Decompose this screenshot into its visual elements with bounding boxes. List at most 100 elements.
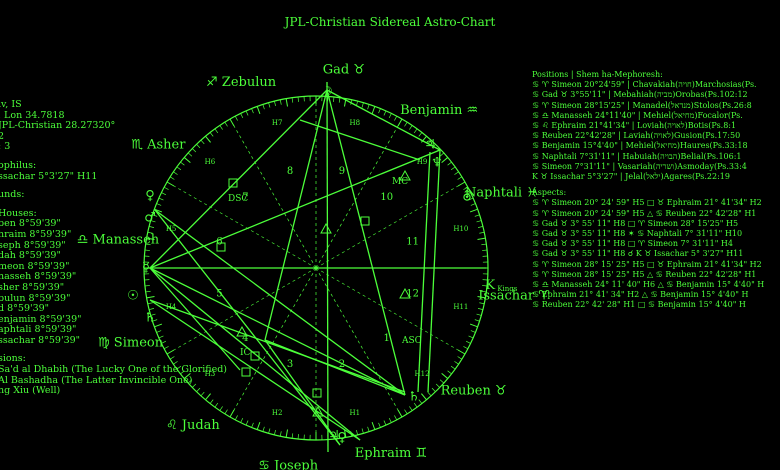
- aspect-line-mark: [326, 89, 441, 151]
- degree-tick: [450, 365, 456, 370]
- aspect-square-marker: [312, 388, 322, 398]
- angle-label-mc: MC: [392, 177, 408, 187]
- degree-tick: [383, 420, 387, 426]
- degree-tick: [173, 361, 178, 365]
- house-label: H6: [205, 158, 216, 166]
- house-label: H8: [350, 119, 361, 127]
- degree-tick: [439, 152, 445, 157]
- degree-tick: [470, 203, 476, 206]
- degree-tick: [479, 231, 485, 234]
- degree-tick: [481, 243, 487, 246]
- left-panel-line: sher 8°59'39": [0, 281, 65, 293]
- aspect-square-marker: [216, 242, 226, 252]
- left-panel-line: d 8°59'39": [0, 303, 50, 315]
- degree-tick: [388, 113, 392, 119]
- degree-tick: [145, 243, 151, 246]
- aspect-square-marker: [360, 216, 370, 226]
- sign-label: ♏︎ Asher: [131, 137, 186, 152]
- left-panel-line: unds:: [0, 189, 25, 201]
- degree-tick: [404, 121, 408, 127]
- degree-tick: [297, 96, 299, 102]
- aspect-line-mark: [264, 339, 406, 396]
- degree-tick: [146, 295, 155, 299]
- degree-tick: [234, 115, 238, 121]
- aspect-line: ♋︎ Gad ♉︎ 3° 55' 11" H8 □ ♈︎ Simeon 7° 3…: [532, 239, 733, 249]
- degree-tick: [469, 323, 478, 328]
- planet-glyph: ♆: [431, 156, 443, 171]
- planet-glyph: ♄: [408, 390, 420, 405]
- degree-tick: [394, 415, 398, 421]
- planet-glyph: ♂: [144, 211, 156, 226]
- house-number: 2: [339, 359, 345, 370]
- degree-tick: [397, 118, 403, 127]
- aspect-line: ♋︎ ♈︎ Simeon 28° 15' 25" H5 □ ♉︎ Ephraim…: [532, 259, 762, 269]
- house-number: 6: [216, 237, 222, 248]
- degree-tick: [409, 406, 413, 411]
- degree-tick: [209, 399, 214, 404]
- degree-tick: [413, 402, 418, 408]
- position-line: ♋︎ ♌︎ Ephraim 21°41'34" | Loviah(לאויה)B…: [532, 121, 737, 131]
- house-number: 4: [242, 333, 248, 344]
- degree-tick: [371, 421, 376, 430]
- left-panel-line: Al Bashadha (The Latter Invincible One): [0, 374, 193, 386]
- aspect-triangle-marker: [399, 169, 411, 181]
- degree-tick: [176, 166, 182, 171]
- aspect-line: ♋︎ Gad ♉︎ 3° 55' 11" H8 ☌ K ♉︎ Issachar …: [532, 249, 744, 259]
- degree-tick: [205, 135, 211, 143]
- degree-tick: [388, 417, 392, 423]
- position-line: ♋︎ ♈︎ Simeon 28°15'25" | Manadel(מנדאל)S…: [532, 100, 752, 110]
- degree-tick: [219, 406, 223, 411]
- degree-tick: [183, 157, 191, 163]
- degree-tick: [394, 115, 398, 121]
- aspect-line-mark: [149, 299, 406, 393]
- degree-tick: [476, 220, 482, 223]
- degree-tick: [367, 104, 370, 110]
- aspect-triangle-marker: [320, 222, 332, 234]
- degree-tick: [481, 290, 487, 293]
- degree-tick: [479, 302, 485, 305]
- degree-tick: [146, 237, 155, 241]
- degree-tick: [187, 379, 193, 384]
- planet-glyph: ⛢: [462, 190, 472, 205]
- degree-tick: [450, 166, 456, 171]
- degree-tick: [431, 387, 436, 392]
- degree-tick: [209, 132, 214, 137]
- position-line: ♋︎ Gad ♉︎ 3°55'11" | Mebahiah(מביה)Oroba…: [532, 90, 748, 100]
- house-label: H2: [272, 409, 283, 417]
- degree-tick: [166, 349, 175, 355]
- aspect-square-marker: [228, 178, 238, 188]
- degree-tick: [205, 393, 211, 401]
- degree-tick: [144, 285, 150, 287]
- sign-label: Reuben ♉︎: [441, 384, 507, 399]
- mc-ic-axis: [326, 81, 329, 453]
- aspect-line-mark: [427, 149, 441, 393]
- degree-tick: [169, 176, 175, 180]
- aspect-line-mark: [154, 209, 341, 446]
- position-line: ♋︎ ♎︎ Manasseh 24°11'40" | Mehiel(מחיאל)…: [532, 110, 743, 120]
- sign-label: ♍︎ Simeon: [98, 335, 164, 350]
- aspect-square-marker: [250, 351, 260, 361]
- degree-tick: [240, 113, 244, 119]
- planet-glyph: ♀: [145, 189, 155, 204]
- position-line: K ♉︎ Issachar 5°3'27" | Jelal(ילאל)Agare…: [532, 172, 730, 182]
- planet-glyph: ♃: [424, 138, 436, 153]
- degree-tick: [149, 308, 155, 310]
- degree-tick: [457, 356, 463, 360]
- house-number: 9: [339, 166, 345, 177]
- degree-tick: [163, 186, 169, 190]
- aspect-line: ♋︎ Reuben 22° 42' 28" H1 □ ♋︎ Benjamin 1…: [532, 300, 746, 310]
- planet-glyph: ☿: [142, 261, 150, 276]
- degree-tick: [465, 340, 471, 344]
- degree-tick: [234, 415, 238, 421]
- degree-tick: [404, 409, 408, 415]
- left-panel-line: hraim 8°59'39": [0, 228, 72, 240]
- degree-tick: [343, 429, 347, 438]
- degree-tick: [383, 110, 387, 116]
- degree-tick: [477, 237, 486, 241]
- degree-tick: [251, 108, 254, 114]
- degree-tick: [457, 349, 466, 355]
- degree-tick: [192, 383, 197, 388]
- degree-tick: [367, 426, 370, 432]
- position-line: ♋︎ Naphtali 7°31'11" | Habuiah(הבויה)Bel…: [532, 151, 742, 161]
- degree-tick: [156, 203, 162, 206]
